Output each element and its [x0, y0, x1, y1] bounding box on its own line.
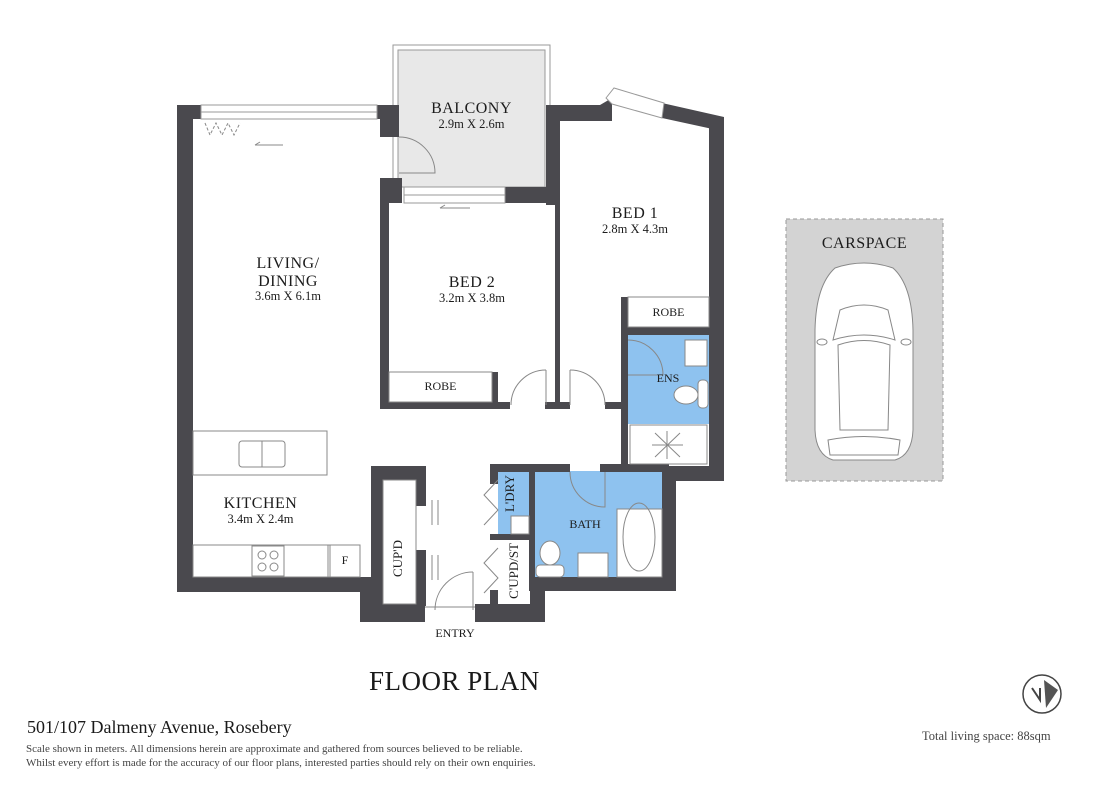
property-address: 501/107 Dalmeny Avenue, Rosebery: [27, 717, 292, 737]
living-name-line2: DINING: [258, 272, 318, 290]
windows: [200, 87, 665, 204]
kitchen-dims: 3.4m X 2.4m: [227, 511, 294, 526]
bed2-dims: 3.2m X 3.8m: [439, 290, 505, 305]
bed1-label: BED 1 2.8m X 4.3m: [560, 205, 710, 236]
bed1-robe-label: ROBE: [652, 305, 685, 319]
bed2-name: BED 2: [448, 274, 496, 291]
kitchen-label: KITCHEN 3.4m X 2.4m: [193, 495, 328, 526]
balcony-name: BALCONY: [431, 100, 512, 117]
carspace-area: [785, 218, 944, 482]
total-living-space: Total living space: 88sqm: [922, 729, 1051, 743]
balcony-label: BALCONY 2.9m X 2.6m: [398, 100, 545, 131]
living-dims: 3.6m X 6.1m: [255, 289, 321, 304]
bed1-dims: 2.8m X 4.3m: [602, 221, 668, 236]
ensuite-label: ENS: [656, 371, 680, 385]
balcony-dims: 2.9m X 2.6m: [438, 116, 505, 131]
cupboard-store-label: C'UPD/ST: [506, 543, 521, 599]
balcony-area: [392, 44, 551, 188]
laundry-label: L'DRY: [502, 475, 517, 513]
fridge-label: F: [341, 553, 349, 567]
bath-label: BATH: [569, 517, 601, 531]
north-arrow-icon: [1022, 674, 1062, 714]
disclaimer-line-1: Scale shown in meters. All dimensions he…: [26, 743, 523, 755]
cupboard-label: CUP'D: [390, 540, 405, 578]
living-label: LIVING/ DINING 3.6m X 6.1m: [213, 255, 363, 304]
entry-label: ENTRY: [435, 626, 475, 640]
bed2-label: BED 2 3.2m X 3.8m: [389, 274, 555, 305]
disclaimer-line-2: Whilst every effort is made for the accu…: [26, 757, 536, 769]
bed2-robe-label: ROBE: [424, 379, 457, 393]
bed1-name: BED 1: [611, 205, 659, 222]
car-icon: [814, 262, 914, 461]
fixtures: [192, 121, 710, 611]
page-title: FLOOR PLAN: [369, 666, 540, 696]
carspace-label: CARSPACE: [821, 235, 908, 252]
kitchen-name: KITCHEN: [223, 495, 298, 512]
disclaimer: Scale shown in meters. All dimensions he…: [26, 742, 536, 770]
living-name-line1: LIVING/: [256, 255, 320, 272]
walls: [177, 98, 724, 622]
